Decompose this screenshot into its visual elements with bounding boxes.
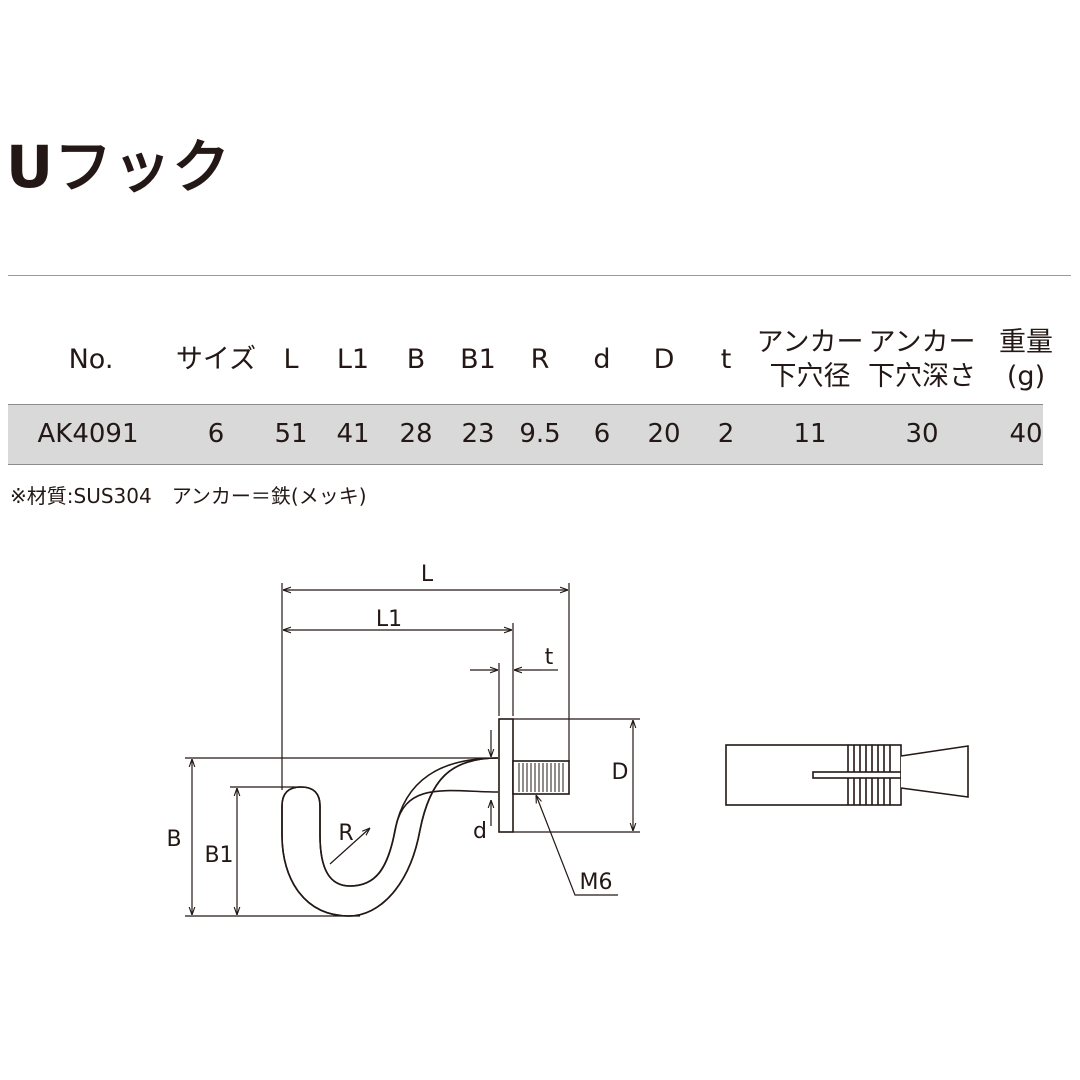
table-cell-t: 2 bbox=[717, 419, 735, 449]
label-l1: L1 bbox=[376, 607, 402, 632]
header-weight: 重量 (g) bbox=[999, 318, 1053, 402]
header-b: B bbox=[407, 318, 426, 402]
header-l1: L1 bbox=[337, 318, 369, 402]
header-label: d bbox=[593, 344, 611, 376]
header-label: 下穴径 bbox=[769, 361, 851, 392]
header-label: 重量 bbox=[999, 327, 1053, 359]
table-cell-anchor-hole-depth: 30 bbox=[905, 419, 939, 449]
header-label: L bbox=[283, 344, 299, 376]
table-cell-l: 51 bbox=[274, 419, 308, 449]
header-label: No. bbox=[68, 344, 114, 376]
label-t: t bbox=[545, 645, 554, 670]
header-d-small: d bbox=[593, 318, 610, 402]
header-label: D bbox=[653, 344, 675, 376]
table-cell-b1: 23 bbox=[461, 419, 495, 449]
table-cell-d-small: 6 bbox=[593, 419, 611, 449]
header-b1: B1 bbox=[460, 318, 496, 402]
header-label: B1 bbox=[460, 344, 496, 376]
table-cell-d-large: 20 bbox=[647, 419, 681, 449]
header-label: 下穴深さ bbox=[868, 361, 976, 392]
thread-leader bbox=[536, 795, 618, 896]
table-cell-weight: 40 bbox=[1009, 419, 1043, 449]
header-label: サイズ bbox=[175, 344, 257, 376]
table-cell-l1: 41 bbox=[336, 419, 370, 449]
page-title: Uフック bbox=[6, 133, 232, 201]
table-cell-no: AK4091 bbox=[37, 419, 139, 449]
label-l: L bbox=[421, 562, 434, 587]
header-l: L bbox=[283, 318, 298, 402]
header-label: L1 bbox=[336, 344, 370, 376]
label-m6: M6 bbox=[580, 870, 613, 895]
header-label: t bbox=[720, 344, 732, 376]
header-no: No. bbox=[69, 318, 114, 402]
header-label: R bbox=[530, 344, 550, 376]
hook-body bbox=[281, 718, 570, 917]
label-r: R bbox=[338, 821, 353, 846]
header-label: (g) bbox=[1006, 361, 1046, 392]
header-label: アンカー bbox=[868, 327, 976, 359]
threaded-stud bbox=[512, 760, 570, 795]
table-cell-size: 6 bbox=[207, 419, 225, 449]
title-divider bbox=[8, 275, 1071, 276]
header-label: アンカー bbox=[756, 327, 864, 359]
header-label: B bbox=[406, 344, 426, 376]
table-cell-anchor-hole-diameter: 11 bbox=[793, 419, 827, 449]
header-d-large: D bbox=[654, 318, 675, 402]
material-note: ※材質:SUS304 アンカー＝鉄(メッキ) bbox=[10, 484, 367, 508]
washer-flange bbox=[498, 718, 514, 833]
header-anchor-hole-diameter: アンカー 下穴径 bbox=[757, 318, 864, 402]
label-b1: B1 bbox=[204, 843, 233, 868]
header-size: サイズ bbox=[176, 318, 256, 402]
label-b: B bbox=[166, 827, 181, 852]
label-d-small: d bbox=[473, 819, 487, 844]
radius-leader bbox=[329, 828, 370, 865]
table-cell-r: 9.5 bbox=[519, 419, 561, 449]
header-r: R bbox=[531, 318, 550, 402]
header-anchor-hole-depth: アンカー 下穴深さ bbox=[868, 318, 976, 402]
label-d-large: D bbox=[612, 760, 629, 785]
header-t: t bbox=[721, 318, 732, 402]
thread-lines bbox=[518, 763, 564, 792]
table-cell-b: 28 bbox=[399, 419, 433, 449]
table-row-band bbox=[8, 404, 1043, 465]
anchor-sleeve bbox=[725, 744, 969, 806]
